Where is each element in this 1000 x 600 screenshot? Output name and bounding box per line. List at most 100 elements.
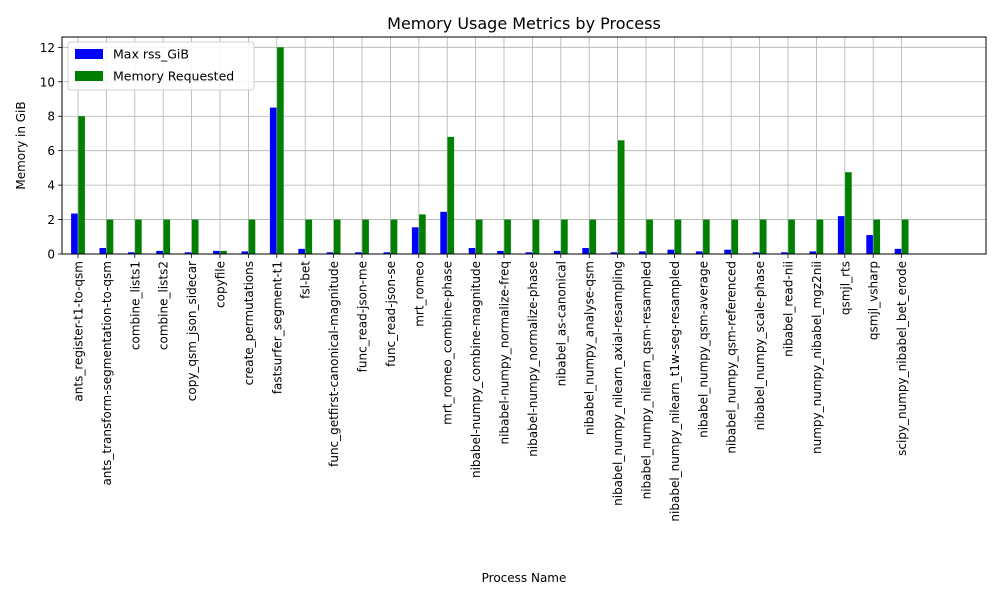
bar-max-rss	[639, 251, 646, 254]
x-tick-label: scipy_numpy_nibabel_bet_erode	[895, 261, 909, 456]
bar-memory-requested	[362, 219, 369, 254]
x-tick-label: copyfile	[214, 261, 228, 308]
bar-max-rss	[355, 252, 362, 254]
y-axis-title: Memory in GiB	[14, 101, 28, 189]
x-tick-label: combine_lists1	[128, 261, 142, 350]
bar-max-rss	[156, 250, 163, 254]
x-axis-title: Process Name	[482, 571, 567, 585]
bar-memory-requested	[135, 219, 142, 254]
x-tick-label: func_getfirst-canonical-magnitude	[327, 261, 341, 467]
bar-max-rss	[525, 252, 533, 254]
bar-memory-requested	[617, 140, 625, 254]
x-axis-ticks: ants_register-t1-to-qsm ants_transform-se…	[72, 254, 909, 522]
bar-max-rss	[127, 252, 135, 254]
bar-memory-requested	[561, 219, 568, 254]
bar-memory-requested	[703, 219, 710, 254]
bar-max-rss	[752, 252, 760, 254]
x-tick-label: numpy_numpy_nibabel_mgz2nii	[810, 261, 824, 454]
y-tick-label: 8	[47, 110, 55, 124]
bar-memory-requested	[475, 219, 483, 254]
bar-max-rss	[184, 252, 192, 254]
bar-memory-requested	[731, 219, 739, 254]
x-tick-label: nibabel_numpy_nilearn_t1w-seg-resampled	[668, 261, 682, 522]
y-tick-label: 0	[47, 248, 55, 262]
bar-max-rss	[667, 249, 675, 254]
x-tick-label: ants_register-t1-to-qsm	[72, 261, 86, 402]
bar-max-rss	[866, 235, 873, 254]
bar-max-rss	[383, 252, 391, 254]
x-tick-label: nibabel_read-nii	[782, 261, 796, 357]
x-tick-label: mrt_romeo	[412, 261, 426, 327]
x-tick-label: fsl-bet	[299, 261, 313, 299]
x-tick-label: func_read-json-me	[356, 261, 370, 372]
bar-memory-requested	[873, 219, 881, 254]
y-tick-label: 10	[40, 75, 55, 89]
bar-max-rss	[695, 251, 703, 254]
y-tick-label: 12	[40, 41, 55, 55]
bar-max-rss	[326, 252, 334, 254]
y-axis-ticks: 0 2 4 6 8 10 12	[40, 41, 62, 262]
x-tick-label: nibabel-numpy_normalize-phase	[526, 261, 540, 457]
bar-max-rss	[497, 250, 504, 254]
bar-memory-requested	[532, 219, 540, 254]
bar-memory-requested	[901, 219, 909, 254]
x-tick-label: func_read-json-se	[384, 261, 398, 367]
bar-memory-requested	[419, 214, 426, 254]
plot-area-frame	[61, 36, 987, 255]
bar-max-rss	[781, 252, 788, 254]
bar-memory-requested	[248, 219, 256, 254]
y-tick-label: 4	[47, 179, 55, 193]
bar-max-rss	[298, 248, 305, 254]
bar-max-rss	[724, 249, 731, 254]
bar-memory-requested	[788, 219, 795, 254]
bar-memory-requested	[589, 219, 597, 254]
bar-max-rss	[809, 251, 817, 254]
x-tick-label: nibabel_numpy_analyse-qsm	[583, 261, 597, 435]
x-tick-label: nibabel-numpy_normalize-freq	[498, 261, 512, 444]
bar-memory-requested	[390, 219, 398, 254]
bar-memory-requested	[504, 219, 511, 254]
bar-max-rss	[553, 250, 561, 254]
bar-memory-requested	[646, 219, 653, 254]
bar-memory-requested	[845, 172, 852, 254]
x-tick-label: nibabel_numpy_qsm-average	[696, 261, 710, 438]
bar-memory-requested	[277, 47, 284, 255]
x-tick-label: ants_transform-segmentation-to-qsm	[100, 261, 114, 486]
x-tick-label: nibabel_numpy_scale-phase	[753, 261, 767, 430]
legend-swatch	[75, 71, 103, 81]
bar-max-rss	[213, 250, 220, 254]
x-tick-label: fastsurfer_segment-t1	[270, 261, 284, 394]
x-tick-label: nibabel-numpy_combine-magnitude	[469, 261, 483, 478]
y-tick-label: 6	[47, 144, 55, 158]
bar-memory-requested	[106, 219, 114, 254]
bar-max-rss	[440, 211, 447, 254]
bar-max-rss	[894, 248, 902, 254]
bar-memory-requested	[78, 116, 85, 254]
bar-max-rss	[269, 107, 277, 254]
x-tick-label: nibabel_numpy_nilearn_qsm-resampled	[640, 261, 654, 499]
bar-memory-requested	[333, 219, 341, 254]
x-tick-label: nibabel_as-canonical	[554, 261, 568, 386]
x-tick-label: create_permutations	[242, 261, 256, 385]
y-tick-label: 2	[47, 213, 55, 227]
bar-memory-requested	[305, 219, 313, 254]
legend-label: Max rss_GiB	[113, 47, 189, 62]
x-tick-label: nibabel_numpy_nilearn_axial-resampling	[611, 261, 625, 506]
bar-memory-requested	[816, 219, 824, 254]
bar-max-rss	[241, 251, 249, 254]
x-tick-label: qsmjl_rts	[838, 261, 852, 315]
bar-memory-requested	[447, 136, 455, 254]
bar-max-rss	[837, 216, 845, 254]
bar-max-rss	[71, 213, 78, 254]
bar-memory-requested	[759, 219, 767, 254]
legend-box	[67, 41, 255, 91]
bar-max-rss	[468, 247, 476, 254]
x-tick-label: qsmjl_vsharp	[867, 261, 881, 340]
bar-memory-requested	[163, 219, 171, 254]
x-tick-label: nibabel_numpy_qsm-referenced	[725, 261, 739, 454]
bar-max-rss	[582, 247, 589, 254]
x-tick-label: mrt_romeo_combine-phase	[441, 261, 455, 425]
